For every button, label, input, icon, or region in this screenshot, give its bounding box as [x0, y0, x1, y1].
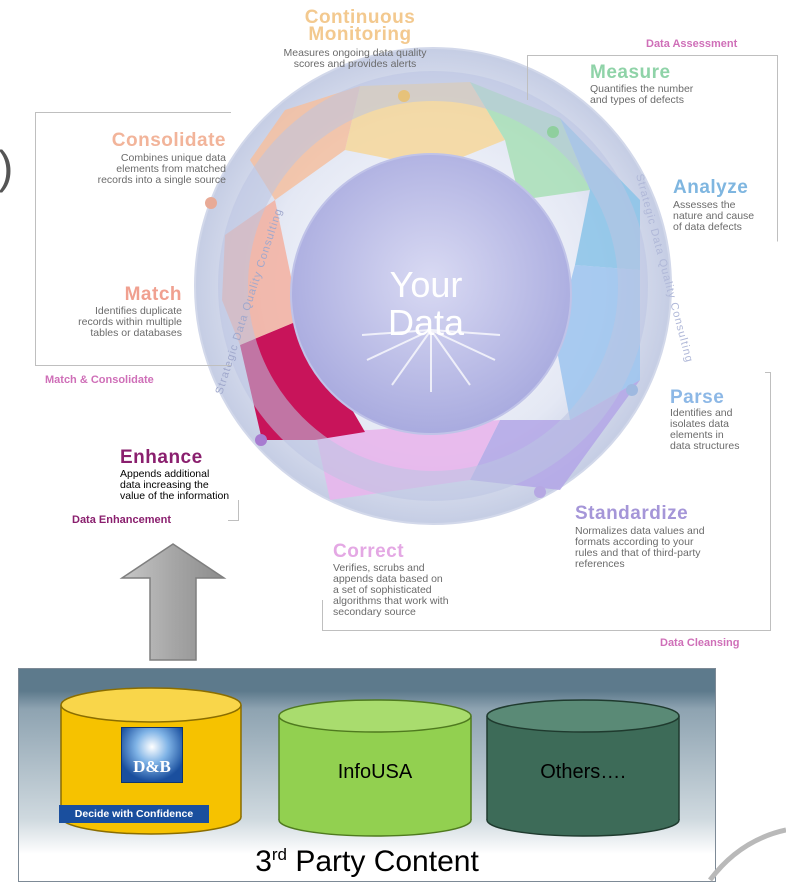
group-label-enhancement: Data Enhancement	[72, 514, 172, 526]
enhance-desc-1: Appends additional	[120, 468, 210, 480]
consolidate-desc-1: Combines unique data	[120, 152, 226, 164]
bracket-cleansing	[322, 372, 771, 631]
upload-arrow-icon	[119, 543, 227, 661]
third-party-content-panel: D&B Decide with Confidence InfoUSA Other…	[18, 668, 716, 882]
parse-desc-2: isolates data	[670, 418, 729, 430]
correct-desc-3: a set of sophisticated	[333, 584, 432, 596]
consolidate-title: Consolidate	[111, 130, 226, 151]
panel-title: 3rd Party Content	[19, 845, 715, 879]
parse-desc-1: Identifies and	[670, 407, 733, 419]
parse-desc-3: elements in	[670, 429, 724, 441]
enhance-desc-2: data increasing the	[120, 479, 209, 491]
decorative-swoosh	[708, 827, 786, 882]
enhance-desc-3: value of the information	[120, 490, 230, 502]
correct-title: Correct	[333, 541, 405, 562]
correct-desc-1: Verifies, scrubs and	[333, 562, 425, 574]
analyze-desc-1: Assesses the	[673, 199, 736, 211]
measure-title: Measure	[590, 62, 671, 83]
infousa-cylinder-icon	[278, 699, 472, 837]
left-edge-fragment: )	[0, 140, 13, 194]
group-label-assessment: Data Assessment	[646, 38, 738, 50]
monitoring-desc-1: Measures ongoing data quality	[283, 47, 427, 59]
panel-title-text: Party Content	[287, 845, 479, 878]
standardize-desc-3: rules and that of third-party	[575, 547, 701, 559]
analyze-desc-3: of data defects	[673, 221, 742, 233]
strategic-ring	[218, 71, 648, 501]
correct-desc-5: secondary source	[333, 606, 416, 618]
match-desc-3: tables or databases	[90, 327, 182, 339]
parse-desc-4: data structures	[670, 440, 740, 452]
measure-desc-2: and types of defects	[590, 94, 684, 106]
bracket-enhancement	[228, 500, 239, 521]
others-cylinder-icon	[486, 699, 680, 837]
measure-desc-1: Quantifies the number	[590, 83, 694, 95]
analyze-desc-2: nature and cause	[673, 210, 755, 222]
infousa-label: InfoUSA	[337, 761, 413, 783]
dnb-database: D&B Decide with Confidence	[59, 687, 243, 837]
group-label-cleansing: Data Cleansing	[660, 637, 740, 649]
center-text-data: Data	[388, 302, 465, 343]
dnb-tagline: Decide with Confidence	[74, 808, 194, 820]
infousa-database: InfoUSA	[277, 699, 473, 839]
panel-title-number: 3	[255, 845, 272, 878]
center-circle	[290, 153, 572, 435]
bracket-cleansing-top	[765, 372, 771, 373]
standardize-desc-2: formats according to your	[575, 536, 694, 548]
analyze-title: Analyze	[673, 177, 749, 198]
panel-title-superscript: rd	[271, 845, 288, 864]
dnb-tagline-bar: Decide with Confidence	[59, 805, 209, 823]
bracket-cleansing-left	[322, 600, 323, 630]
consolidate-desc-2: elements from matched	[116, 163, 226, 175]
consolidate-desc-3: records into a single source	[97, 174, 226, 186]
segment-dots	[205, 90, 638, 498]
standardize-title: Standardize	[575, 503, 689, 524]
center-text-your: Your	[390, 264, 463, 305]
others-database: Others….	[485, 699, 681, 839]
bracket-assessment	[527, 55, 778, 242]
monitoring-title-1: Continuous	[304, 7, 416, 28]
standardize-desc-4: references	[575, 558, 625, 570]
correct-desc-4: algorithms that work with	[333, 595, 449, 607]
match-desc-2: records within multiple	[78, 316, 182, 328]
enhance-title: Enhance	[120, 447, 203, 468]
center-sunburst	[361, 329, 501, 392]
correct-desc-2: appends data based on	[333, 573, 443, 585]
parse-title: Parse	[670, 387, 725, 408]
match-title: Match	[124, 284, 182, 305]
bracket-assessment-left	[527, 55, 528, 100]
data-quality-wheel: Your Data Strategic Data Quality Consult…	[194, 47, 695, 525]
monitoring-desc-2: scores and provides alerts	[293, 58, 417, 70]
group-label-match-consolidate: Match & Consolidate	[45, 374, 154, 386]
monitoring-title-2: Monitoring	[308, 24, 412, 45]
match-desc-1: Identifies duplicate	[95, 305, 182, 317]
dnb-logo-block: D&B	[121, 727, 183, 783]
others-label: Others….	[540, 761, 626, 783]
standardize-desc-1: Normalizes data values and	[575, 525, 705, 537]
dnb-logo-text: D&B	[133, 757, 171, 776]
bracket-match-consolidate	[35, 112, 231, 366]
